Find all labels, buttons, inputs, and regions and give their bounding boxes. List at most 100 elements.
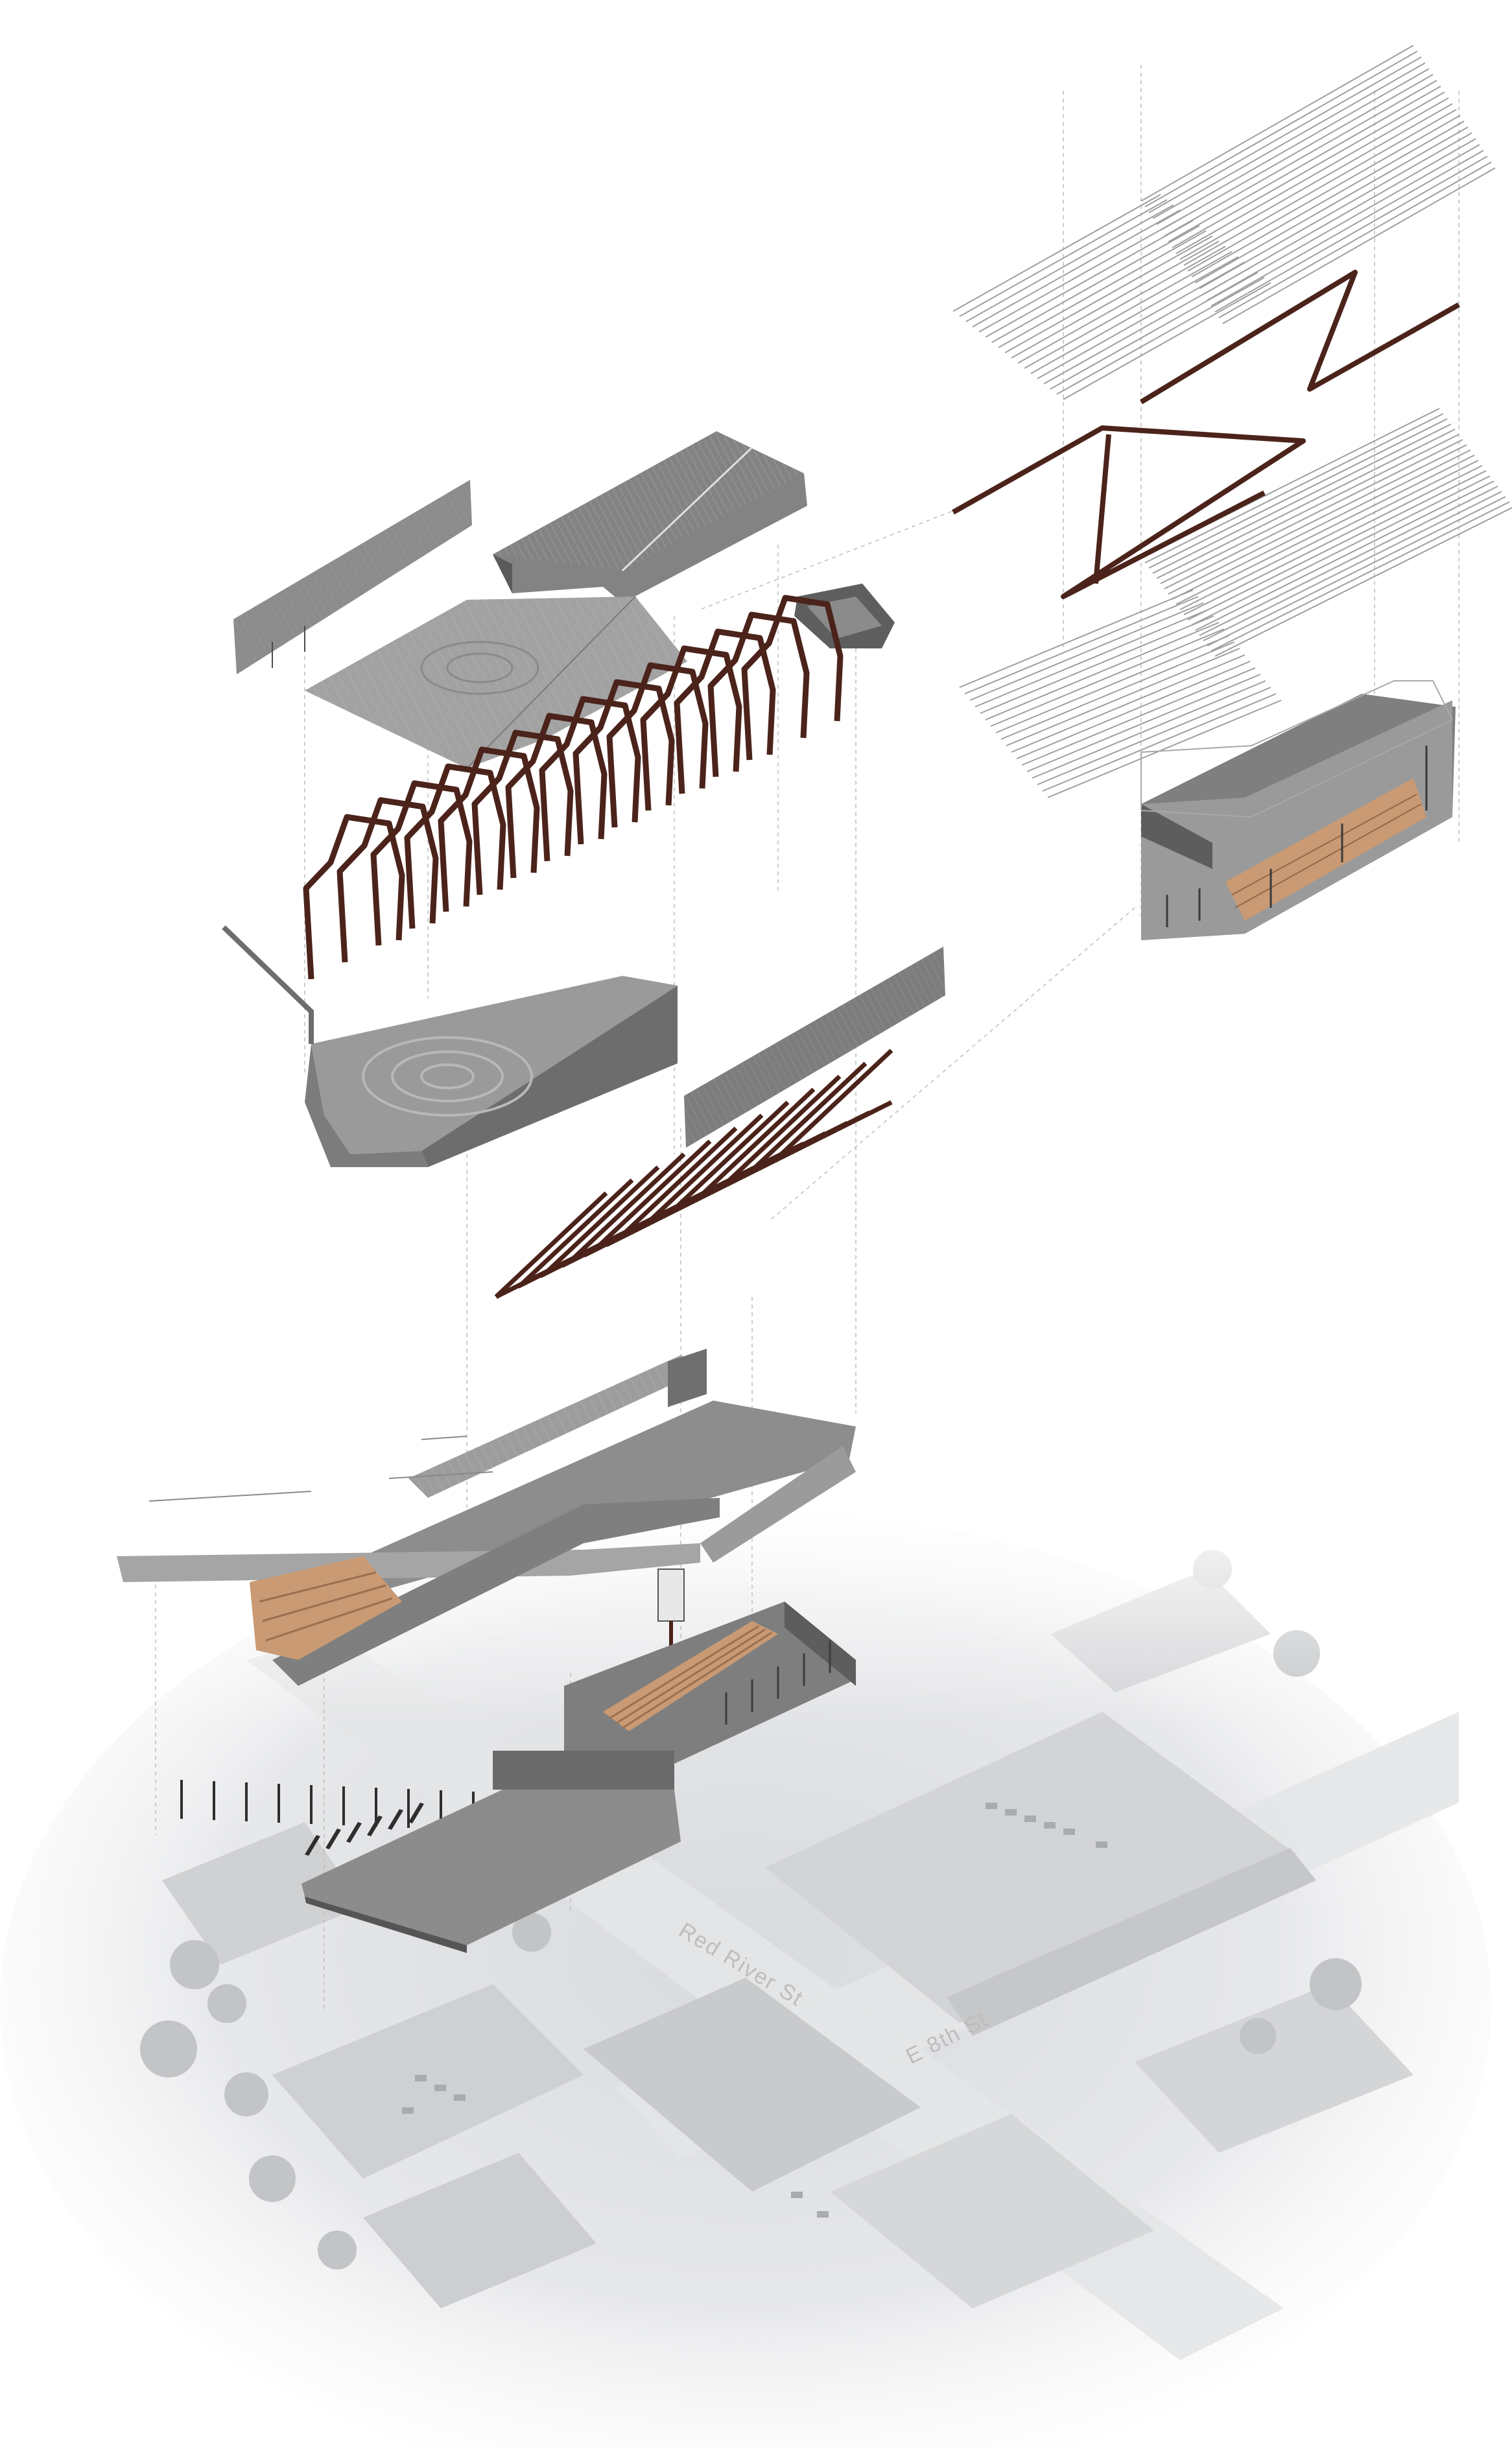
louver-slat	[1050, 272, 1258, 390]
louver-slat	[1203, 491, 1502, 641]
concrete-ground-plate	[222, 925, 678, 1167]
louver-slat	[1179, 103, 1453, 260]
louver-slat	[1160, 74, 1434, 231]
entry-fin	[346, 1822, 362, 1843]
louver-slat	[1144, 51, 1418, 207]
louver-slat	[1214, 506, 1512, 657]
louver-slat	[959, 199, 1168, 317]
floor-beam	[753, 1061, 868, 1169]
portal-frame	[741, 595, 844, 761]
louver-slat	[1030, 256, 1239, 374]
floor-beam	[702, 1087, 816, 1195]
ground-floor-slab	[301, 1790, 681, 1953]
portal-frame	[505, 713, 608, 879]
floor-beam	[676, 1100, 790, 1208]
louver-slat	[1056, 277, 1265, 395]
portal-frame	[573, 679, 675, 845]
louver-slat	[1195, 480, 1494, 631]
louver-slat	[1187, 470, 1487, 621]
louver-slat	[978, 215, 1187, 333]
floor-beam	[624, 1126, 738, 1234]
louver-slat	[1168, 86, 1441, 243]
louver-slat	[1017, 246, 1226, 364]
louver-slat	[991, 225, 1200, 343]
louver-slat	[1152, 62, 1426, 219]
louver-slat	[1187, 115, 1461, 272]
louver-slat	[1004, 235, 1213, 353]
louver-slat	[1191, 475, 1491, 626]
steel-zigzag-trusses	[952, 270, 1460, 599]
louver-slat	[1043, 266, 1252, 385]
entry-fins	[305, 1803, 424, 1856]
steel-floor-grid	[494, 1048, 893, 1299]
louver-slat	[1168, 444, 1467, 595]
entry-fin	[305, 1835, 320, 1856]
entry-fin	[408, 1803, 424, 1823]
portal-frame	[404, 763, 506, 929]
louver-slat	[1148, 56, 1422, 213]
floor-beam	[546, 1165, 660, 1273]
louver-slat	[985, 220, 1194, 338]
louver-slat	[952, 194, 1161, 312]
louver-slat	[1160, 434, 1459, 584]
roof-plate	[305, 596, 687, 769]
elevator-tower	[657, 1569, 685, 1666]
floor-beam	[650, 1113, 764, 1221]
roof-slab	[493, 431, 807, 603]
louver-slat	[1207, 144, 1480, 301]
louver-slat	[1222, 167, 1496, 324]
floor-beam	[494, 1191, 608, 1299]
portal-frame	[471, 729, 574, 895]
louver-slat	[1211, 150, 1484, 307]
portal-frame	[539, 696, 641, 862]
louver-slat	[1207, 496, 1506, 646]
louver-slat	[1164, 80, 1437, 237]
floor-beam	[727, 1074, 842, 1182]
floor-beam	[598, 1139, 712, 1247]
louver-slat	[969, 602, 1204, 701]
mezzanine-ramps	[117, 1349, 856, 1686]
inset-building-axon	[1140, 680, 1456, 940]
louver-slat	[1183, 109, 1457, 266]
floor-beam	[572, 1152, 686, 1260]
louver-slat	[1175, 97, 1449, 254]
entry-fin	[367, 1816, 383, 1836]
louver-slat	[1156, 68, 1430, 225]
louver-slat	[1179, 460, 1479, 610]
bowling-lanes	[603, 1621, 778, 1731]
portal-frame	[640, 645, 742, 811]
portal-frame	[707, 611, 810, 777]
louver-slat	[1000, 641, 1235, 740]
louver-slat	[1172, 449, 1471, 600]
louver-slat	[1024, 251, 1233, 369]
louver-slat	[985, 622, 1220, 720]
louver-slat	[990, 628, 1225, 727]
portal-frame	[674, 628, 776, 794]
louver-slat	[965, 204, 1174, 322]
louver-slat	[1032, 680, 1266, 779]
concrete-wall-panel	[684, 947, 945, 1148]
louver-slat	[975, 609, 1209, 707]
louver-slat	[959, 589, 1194, 688]
wood-seating-terrace	[250, 1556, 402, 1660]
louver-slat	[1037, 261, 1246, 379]
louver-slat	[1183, 465, 1483, 615]
floor-beam	[779, 1048, 893, 1156]
louver-slat	[998, 230, 1207, 348]
louver-slat	[1199, 486, 1498, 636]
louver-slat	[1191, 121, 1465, 278]
louver-slat	[1026, 674, 1261, 772]
louver-slat	[1144, 413, 1444, 563]
louver-slat	[1218, 161, 1492, 318]
louver-slat	[1211, 501, 1510, 652]
louver-slat	[1016, 661, 1251, 759]
louver-slat	[1011, 241, 1220, 359]
portal-frame	[303, 814, 405, 980]
louver-slat	[1164, 439, 1463, 589]
louver-slat	[980, 615, 1214, 714]
floor-beam	[520, 1178, 634, 1286]
portal-frame	[337, 797, 439, 963]
side-wall-panel	[233, 480, 472, 674]
louver-slat	[1140, 45, 1414, 202]
